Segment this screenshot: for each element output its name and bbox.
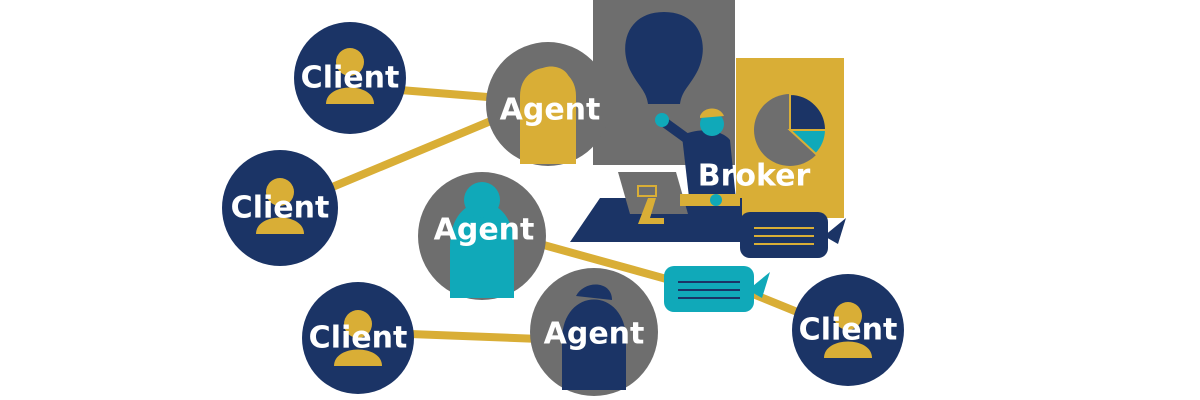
laptop-screen-mark xyxy=(637,185,657,197)
agent-node-2: Agent xyxy=(418,172,546,300)
broker-label: Broker xyxy=(698,159,811,194)
client-node-2: Client xyxy=(222,150,338,266)
connectors xyxy=(326,86,816,343)
client-node-3: Client xyxy=(302,282,414,394)
connector-client2-agent1 xyxy=(326,114,502,192)
pie-chart-icon xyxy=(754,92,828,166)
client-label: Client xyxy=(231,191,330,226)
agent-avatar-icon xyxy=(562,284,626,390)
client-label: Client xyxy=(799,313,898,348)
laptop-stand xyxy=(638,198,664,224)
lightbulb-icon xyxy=(625,12,703,104)
broker-scene xyxy=(570,0,844,242)
client-avatar-icon xyxy=(256,178,304,234)
connector-agent2-bubble xyxy=(536,240,674,284)
agent-label: Agent xyxy=(544,317,645,352)
chat-bubble-navy-icon xyxy=(740,212,846,258)
client-node-4: Client xyxy=(792,274,904,386)
client-avatar-icon xyxy=(334,310,382,366)
client-node-1: Client xyxy=(294,22,406,134)
agent-avatar-icon xyxy=(520,66,576,164)
agent-node-1: Agent xyxy=(486,42,610,166)
agent-label: Agent xyxy=(500,93,601,128)
client-avatar-icon xyxy=(824,302,872,358)
client-label: Client xyxy=(309,321,408,356)
agent-label: Agent xyxy=(434,213,535,248)
client-label: Client xyxy=(301,61,400,96)
agent-avatar-icon xyxy=(450,182,514,298)
chat-bubble-teal-icon xyxy=(664,266,770,312)
client-avatar-icon xyxy=(326,48,374,104)
laptop xyxy=(618,172,688,214)
connector-client1-agent1 xyxy=(396,86,504,102)
connector-client3-agent3 xyxy=(406,330,544,343)
broker-figure-icon xyxy=(655,108,740,206)
agent-node-3: Agent xyxy=(530,268,658,396)
